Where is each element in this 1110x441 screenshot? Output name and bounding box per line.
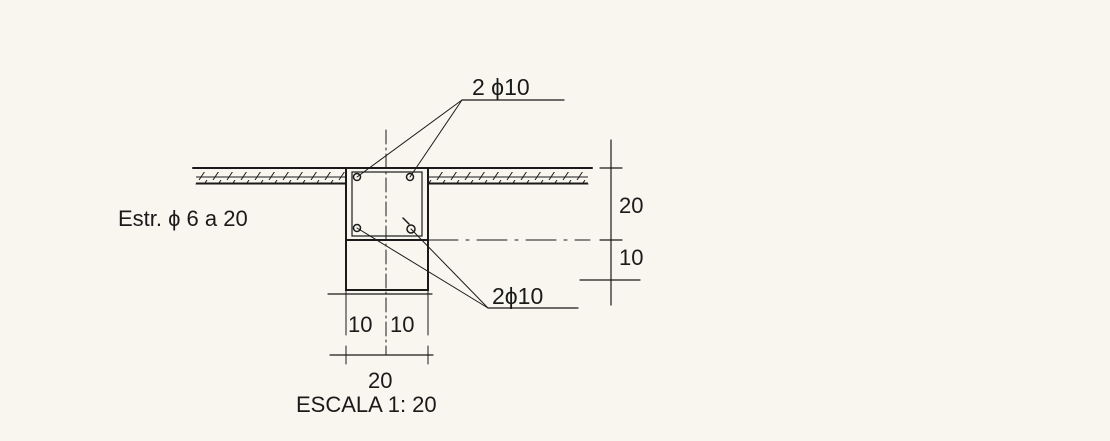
vertical-dimension: 20 10 bbox=[579, 139, 643, 306]
top-bar-label: 2 ϕ10 bbox=[472, 74, 530, 100]
top-bar-right bbox=[405, 172, 415, 182]
dim-height-upper: 20 bbox=[619, 193, 643, 218]
dim-width-right: 10 bbox=[390, 312, 414, 337]
dim-height-lower: 10 bbox=[619, 245, 643, 270]
stirrup bbox=[351, 171, 423, 237]
scale-label: ESCALA 1: 20 bbox=[296, 392, 437, 417]
ground-surface bbox=[192, 167, 593, 185]
beam-section bbox=[345, 167, 429, 291]
top-bar-left bbox=[352, 172, 362, 182]
concrete-fill bbox=[345, 239, 429, 291]
bottom-bar-left bbox=[352, 223, 362, 233]
stirrup-label: Estr. ϕ 6 a 20 bbox=[118, 206, 248, 231]
dim-width-total: 20 bbox=[368, 368, 392, 393]
width-dimension-parts: 10 10 bbox=[327, 289, 433, 337]
dim-width-left: 10 bbox=[348, 312, 372, 337]
width-dimension-total: 20 bbox=[329, 345, 434, 393]
top-bar-callout: 2 ϕ10 bbox=[356, 74, 565, 178]
bottom-bar-label: 2ϕ10 bbox=[492, 283, 543, 309]
bottom-bar-callout: 2ϕ10 bbox=[356, 227, 579, 309]
bottom-bar-right bbox=[406, 224, 416, 234]
